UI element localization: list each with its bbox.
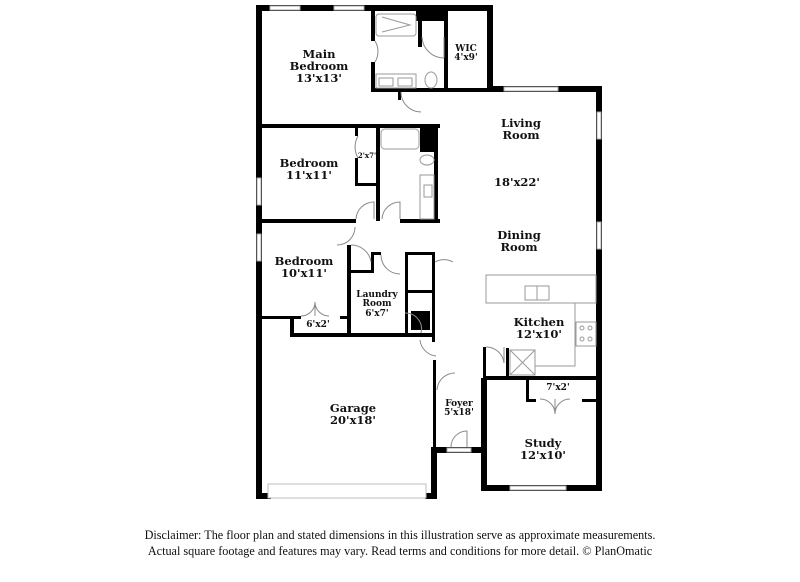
room-name: Kitchen (513, 315, 565, 329)
room-name: Garage (329, 401, 377, 415)
room-dimensions: 20'x18' (330, 413, 376, 428)
room-label-dining-room: Dining Room (497, 229, 540, 253)
room-name: Room (502, 128, 540, 143)
room-label-main-bedroom: Main Bedroom 13'x13' (290, 48, 349, 84)
disclaimer: Disclaimer: The floor plan and stated di… (0, 527, 800, 559)
room-label-closet-2: 2'x7' (357, 151, 377, 160)
room-name: Main (302, 47, 336, 61)
room-label-kitchen: Kitchen 12'x10' (514, 316, 565, 340)
room-label-bedroom-2: Bedroom 11'x11' (280, 157, 339, 181)
room-dimensions: 5'x18' (444, 408, 474, 419)
room-dimensions: 6'x7' (365, 308, 389, 319)
room-label-foyer: Foyer 5'x18' (444, 399, 474, 419)
room-name: Room (362, 299, 392, 310)
door-swings (300, 36, 571, 448)
interior-walls (256, 11, 602, 402)
room-label-laundry-room: Laundry Room 6'x7' (356, 290, 398, 319)
room-label-living-room: Living Room (501, 117, 541, 141)
fixtures (375, 13, 597, 376)
room-name: Bedroom (289, 59, 349, 74)
room-name: Dining (497, 228, 541, 242)
room-dimensions-living-dining: 18'x22' (494, 175, 540, 189)
room-label-garage: Garage 20'x18' (330, 402, 376, 426)
room-name: Foyer (445, 399, 473, 409)
disclaimer-line-1: Disclaimer: The floor plan and stated di… (144, 528, 656, 542)
floor-plan-drawing (256, 5, 602, 499)
room-name: Room (500, 240, 538, 255)
room-name: Laundry (356, 290, 398, 300)
room-dimensions: 13'x13' (296, 71, 342, 86)
disclaimer-line-2: Actual square footage and features may v… (147, 544, 653, 558)
room-name: Bedroom (274, 254, 334, 268)
room-label-study: Study 12'x10' (520, 437, 566, 461)
room-label-pantry-closet: 7'x2' (546, 383, 570, 393)
room-label-wic: WIC 4'x9' (454, 44, 478, 64)
room-dimensions: 10'x11' (281, 266, 327, 281)
room-name: Study (524, 436, 562, 450)
room-name: WIC (455, 44, 477, 54)
room-dimensions: 12'x10' (516, 327, 562, 342)
room-dimensions: 11'x11' (286, 168, 332, 183)
windows (256, 5, 602, 499)
room-name: Bedroom (279, 156, 339, 170)
room-dimensions: 12'x10' (520, 448, 566, 463)
room-label-bedroom-3: Bedroom 10'x11' (275, 255, 334, 279)
room-label-closet-3: 6'x2' (306, 320, 330, 330)
room-dimensions: 4'x9' (454, 53, 478, 64)
room-name: Living (501, 116, 541, 130)
